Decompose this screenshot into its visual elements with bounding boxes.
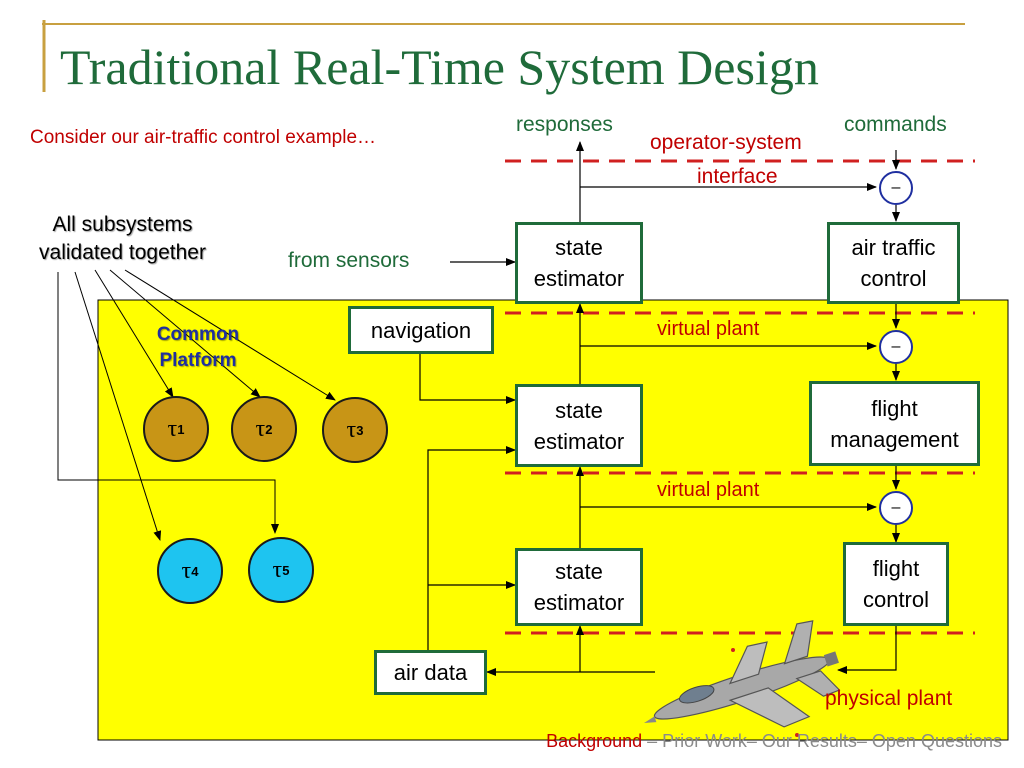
platform-area xyxy=(97,299,1009,741)
state-estimator-3-line1: state xyxy=(555,559,603,584)
air-traffic-control-box: air traffic control xyxy=(827,222,960,304)
flight-management-line2: management xyxy=(830,426,959,452)
task-3-index: 3 xyxy=(356,422,364,438)
state-estimator-box-1: state estimator xyxy=(515,222,643,304)
air-data-box: air data xyxy=(374,650,487,695)
responses-label: responses xyxy=(516,113,613,136)
air-data-label: air data xyxy=(393,660,468,685)
flight-control-line2: control xyxy=(862,587,930,612)
state-estimator-2-line2: estimator xyxy=(533,428,625,454)
flight-control-line1: flight xyxy=(872,556,920,581)
minus-icon: – xyxy=(891,499,901,516)
navigation-box: navigation xyxy=(348,306,494,354)
task-5-symbol: τ xyxy=(272,556,283,583)
footer-remaining-sections: – Prior Work– Our Results– Open Question… xyxy=(642,731,1002,751)
task-2-index: 2 xyxy=(265,421,273,437)
state-estimator-box-2: state estimator xyxy=(515,384,643,467)
platform-line1: Common xyxy=(156,324,240,345)
air-traffic-control-line1: air traffic xyxy=(851,235,936,260)
air-traffic-control-line2: control xyxy=(860,266,927,291)
subtitle: Consider our air-traffic control example… xyxy=(30,127,377,148)
signal-lines xyxy=(419,141,900,676)
state-estimator-1-line2: estimator xyxy=(533,266,625,291)
minus-icon: – xyxy=(891,338,901,355)
physical-plant-label: physical plant xyxy=(825,687,953,710)
summing-junction-1: – xyxy=(879,171,913,205)
validation-note-line1: All subsystems xyxy=(52,213,193,236)
state-estimator-3-line2: estimator xyxy=(533,590,625,615)
task-5-index: 5 xyxy=(282,562,290,578)
task-1-index: 1 xyxy=(177,421,185,437)
commands-label: commands xyxy=(844,113,947,136)
state-estimator-2-line1: state xyxy=(555,397,603,423)
state-estimator-box-3: state estimator xyxy=(515,548,643,626)
task-4-symbol: τ xyxy=(181,557,192,584)
validation-note: All subsystems validated together xyxy=(10,211,235,267)
virtual-plant-label-1: virtual plant xyxy=(657,318,760,340)
footer-navigation: Background – Prior Work– Our Results– Op… xyxy=(546,731,1002,752)
summing-junction-3: – xyxy=(879,491,913,525)
navigation-label: navigation xyxy=(370,317,472,343)
task-2-symbol: τ xyxy=(255,415,266,442)
task-4-index: 4 xyxy=(191,563,199,579)
from-sensors-label: from sensors xyxy=(288,249,410,272)
operator-system-label: operator-system xyxy=(650,131,802,154)
validation-note-line2: validated together xyxy=(39,241,206,264)
footer-current-section: Background xyxy=(546,731,643,751)
state-estimator-1-line1: state xyxy=(555,235,603,260)
common-platform-label: Common Platform xyxy=(128,322,268,374)
flight-control-box: flight control xyxy=(843,542,949,626)
fighter-jet-icon xyxy=(644,620,841,728)
mapping-arrows xyxy=(57,269,336,541)
task-1-symbol: τ xyxy=(167,415,178,442)
minus-icon: – xyxy=(891,179,901,196)
interface-label: interface xyxy=(697,165,778,188)
summing-junction-2: – xyxy=(879,330,913,364)
task-3-symbol: τ xyxy=(346,416,357,443)
platform-line2: Platform xyxy=(159,350,237,371)
flight-management-box: flight management xyxy=(809,381,980,466)
virtual-plant-label-2: virtual plant xyxy=(657,479,760,501)
page-title: Traditional Real-Time System Design xyxy=(60,39,819,95)
flight-management-line1: flight xyxy=(871,395,918,421)
